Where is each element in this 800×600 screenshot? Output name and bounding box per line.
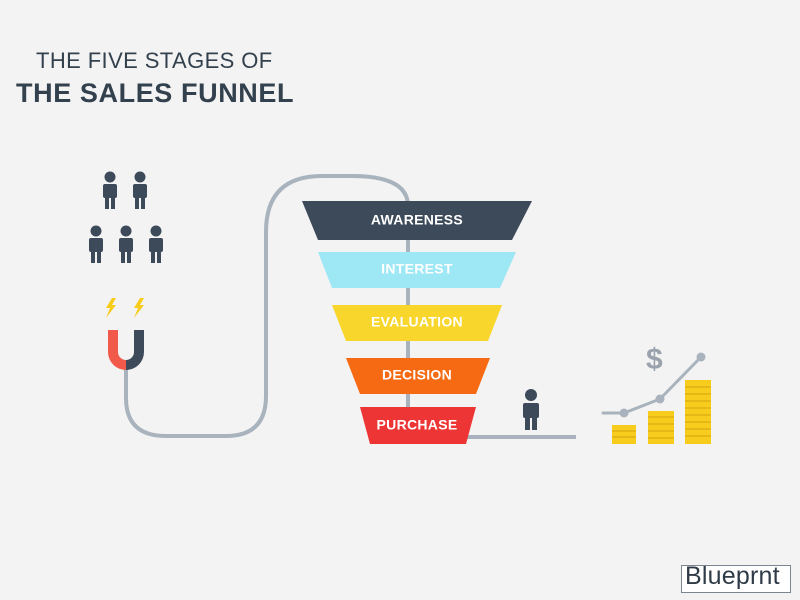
funnel: AWARENESS INTEREST EVALUATION DECISION P… [302,201,532,444]
stage-label-purchase: PURCHASE [377,417,458,433]
logo-frame [681,565,791,593]
person-icon [149,225,163,263]
stage-evaluation [332,305,502,341]
lightning-icon [106,298,144,318]
stage-label-interest: INTEREST [381,261,453,277]
stage-label-evaluation: EVALUATION [371,314,463,330]
coin-stack-large [685,380,711,444]
stage-decision [346,358,490,394]
coin-stack-medium [648,411,674,444]
customer-icon [523,389,539,430]
person-icon [103,171,117,209]
stage-awareness [302,201,532,240]
stage-label-decision: DECISION [382,367,452,383]
people-group [89,171,163,263]
connector-line [124,174,410,438]
blueprnt-logo: Blueprnt [685,562,780,590]
person-icon [119,225,133,263]
stage-interest [318,252,516,288]
title-line-2: THE SALES FUNNEL [16,78,295,108]
stage-purchase [360,407,476,444]
coin-stack-small [612,425,636,444]
coin-stacks [612,380,711,444]
person-icon [133,171,147,209]
title-line-1: THE FIVE STAGES OF [36,48,273,73]
growth-chart-icon [601,352,706,418]
stage-label-awareness: AWARENESS [371,212,463,228]
magnet-icon [108,330,144,370]
title-block: THE FIVE STAGES OF THE SALES FUNNEL [16,48,294,110]
dollar-icon: $ [646,343,663,376]
person-icon [89,225,103,263]
